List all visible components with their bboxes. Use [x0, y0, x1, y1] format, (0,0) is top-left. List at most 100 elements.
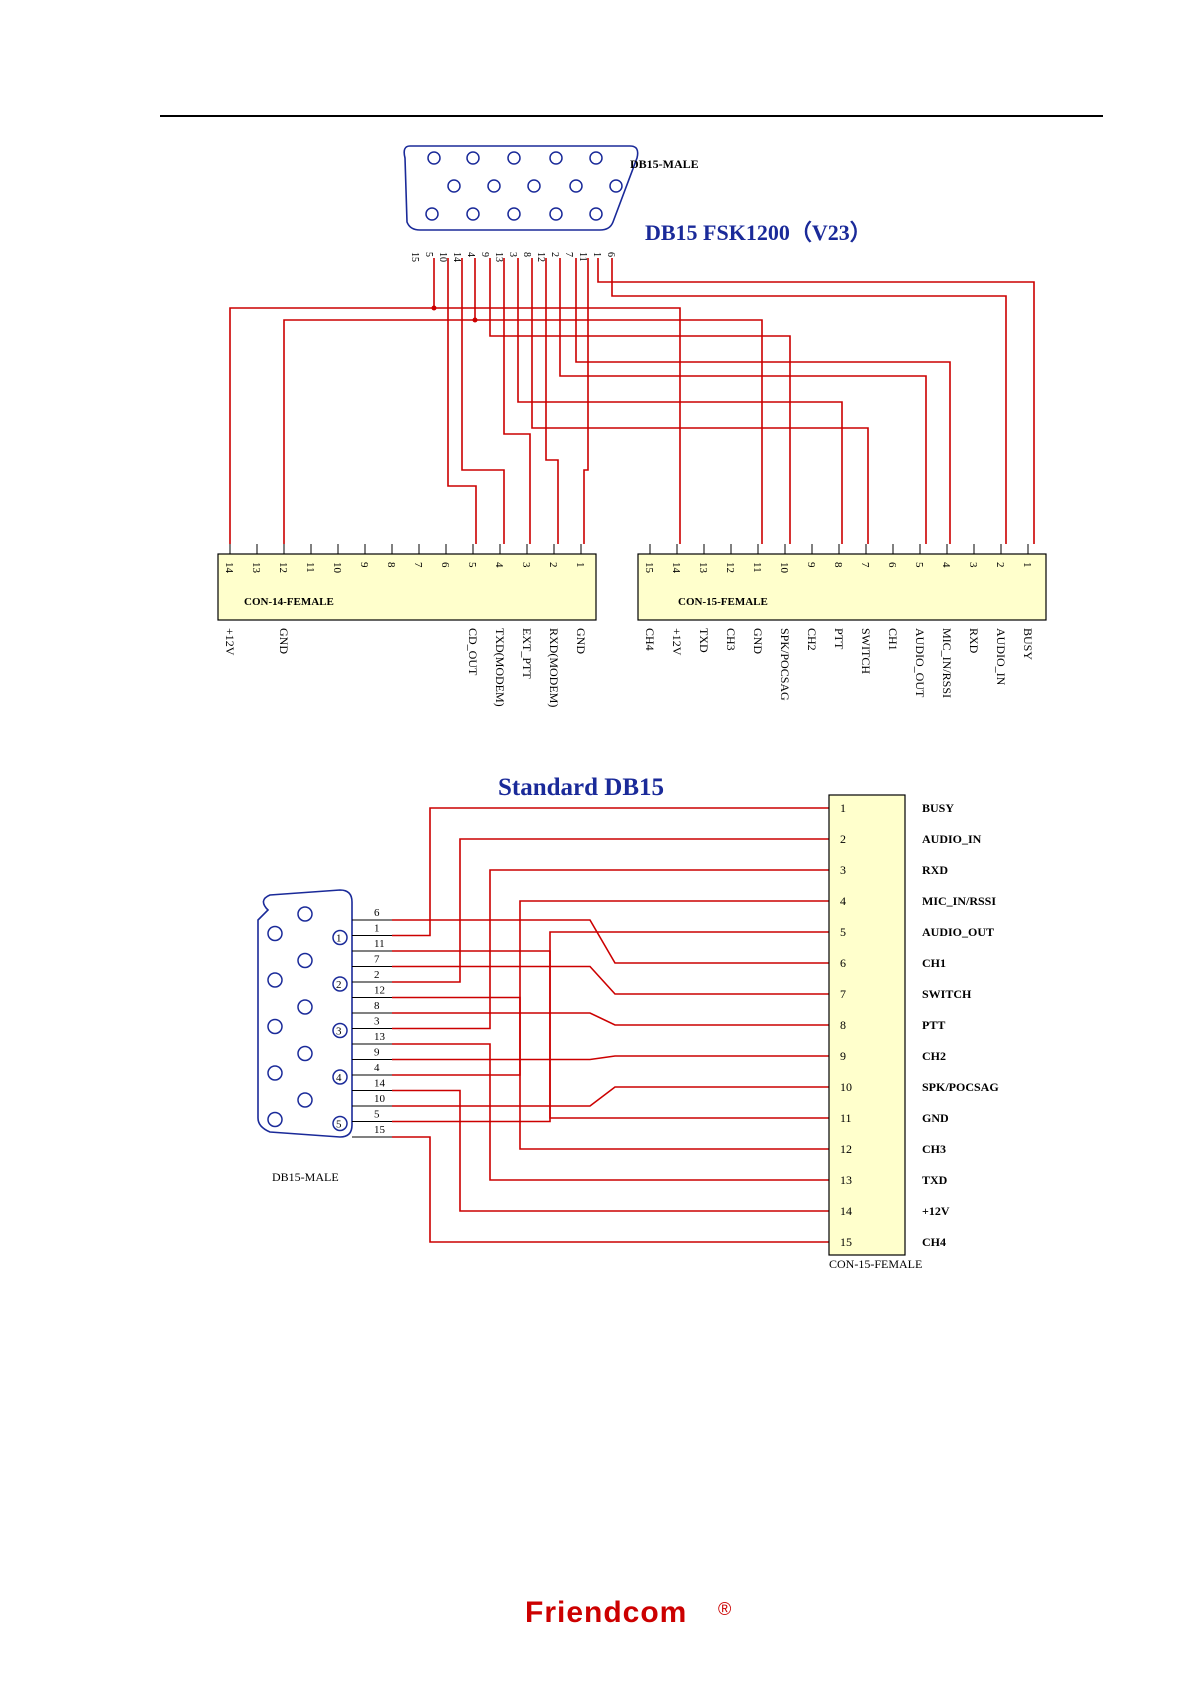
con15-signal-label: GND: [751, 628, 765, 654]
con14-signal-label: +12V: [223, 628, 237, 656]
db15-pin-number: 6: [605, 252, 616, 257]
db15-pin-hole: [447, 179, 461, 193]
con15-pin-number-2: 11: [840, 1111, 852, 1125]
con15-signal-label-2: CH1: [922, 956, 946, 970]
con14-signal-label: RXD(MODEM): [547, 628, 561, 707]
db15-pin-number: 5: [374, 1109, 380, 1121]
db15-pin-number: 12: [374, 985, 385, 997]
db15-pin-hole-numbered: [332, 1022, 348, 1039]
diagram1-wire: [575, 258, 951, 544]
con14-pin-number: 3: [520, 562, 532, 568]
diagram1-wire: [531, 258, 869, 544]
db15-pin-hole-number: 1: [336, 933, 342, 945]
db15-pin-hole-numbered: [332, 1069, 348, 1085]
db15-pin-number: 2: [374, 969, 380, 981]
db15-pin-number: 12: [535, 252, 546, 262]
con15-label: CON-15-FEMALE: [678, 596, 768, 608]
con15-signal-label-2: SPK/POCSAG: [922, 1080, 999, 1094]
db15-pin-hole: [589, 151, 603, 165]
con15-pin-number: 5: [913, 562, 925, 568]
con15-pin-number: 11: [751, 562, 763, 573]
con15-pin-number-2: 7: [840, 987, 846, 1001]
con14-signal-label: CD_OUT: [466, 628, 480, 676]
db15-male-shell-vertical: [257, 889, 353, 1138]
con14-signal-label: GND: [277, 628, 291, 654]
con15-signal-label-2: CH4: [922, 1235, 946, 1249]
db15-pin-hole: [527, 179, 541, 193]
db15-pin-hole: [297, 952, 313, 969]
diagram1-wire: [461, 258, 505, 544]
db15-pin-hole: [297, 999, 313, 1015]
con15-signal-label: TXD: [697, 628, 711, 653]
con15-female-box-2: [828, 794, 906, 1256]
con15-signal-label: CH2: [805, 628, 819, 651]
db15-pin-hole-number: 2: [336, 979, 342, 991]
con15-female-label-2: CON-15-FEMALE: [829, 1257, 922, 1271]
db15-pin-hole: [549, 151, 563, 165]
db15-pin-hole-number: 5: [336, 1119, 342, 1131]
db15-pin-number: 7: [374, 954, 380, 966]
con15-signal-label: CH4: [643, 628, 657, 651]
con14-female-box: [217, 553, 597, 621]
diagram2-wire: [392, 869, 829, 1030]
db15-pin-hole: [466, 207, 480, 221]
db15-pin-number: 8: [521, 252, 532, 257]
con14-signal-label: GND: [574, 628, 588, 654]
db15-pin-number: 1: [591, 252, 602, 257]
db15-pin-number: 8: [374, 1000, 380, 1012]
db15-pin-number: 13: [493, 252, 504, 262]
con15-signal-label-2: PTT: [922, 1018, 945, 1032]
con15-signal-label-2: SWITCH: [922, 987, 972, 1001]
con15-pin-number-2: 3: [840, 863, 846, 877]
con15-pin-number-2: 2: [840, 832, 846, 846]
diagram1-wire: [283, 258, 763, 544]
con15-pin-number: 7: [859, 562, 871, 568]
con15-pin-number-2: 15: [840, 1235, 852, 1249]
db15-pin-hole: [549, 207, 563, 221]
db15-pin-hole: [267, 1018, 283, 1035]
db15-pin-number: 15: [374, 1124, 386, 1136]
db15-pin-number: 14: [374, 1078, 386, 1090]
db15-pin-hole: [609, 179, 623, 193]
con15-pin-number: 12: [724, 562, 736, 573]
con15-pin-number: 1: [1021, 562, 1033, 568]
con15-pin-number: 10: [778, 562, 790, 574]
con15-pin-number: 4: [940, 562, 952, 568]
con14-pin-number: 5: [466, 562, 478, 568]
diagram2-wire: [392, 1043, 829, 1181]
con14-pin-number: 8: [385, 562, 397, 568]
con15-signal-label: CH3: [724, 628, 738, 651]
con15-pin-number-2: 1: [840, 801, 846, 815]
con15-pin-number: 2: [994, 562, 1006, 568]
db15-pin-hole: [267, 925, 283, 942]
con15-pin-number-2: 6: [840, 956, 846, 970]
con15-pin-number-2: 5: [840, 925, 846, 939]
db15-male-label-2: DB15-MALE: [272, 1170, 339, 1184]
con15-signal-label: SPK/POCSAG: [778, 628, 792, 701]
diagram1-wire: [611, 258, 1007, 544]
con15-pins: 15CH414+12V13TXD12CH311GND10SPK/POCSAG9C…: [643, 544, 1035, 701]
db15-pin-number: 2: [549, 252, 560, 257]
db15-pin-hole: [297, 1092, 313, 1108]
con15-pin-number-2: 8: [840, 1018, 846, 1032]
con15-signal-label: AUDIO_OUT: [913, 628, 927, 698]
con15-signal-label: +12V: [670, 628, 684, 656]
con15-signal-label-2: CH3: [922, 1142, 946, 1156]
db15-pin-number: 4: [374, 1062, 380, 1074]
con14-pin-number: 14: [223, 562, 235, 574]
diagram1-wire: [583, 258, 589, 544]
con14-signal-label: TXD(MODEM): [493, 628, 507, 707]
diagram1-wire: [559, 258, 927, 544]
db15-pin-number: 6: [374, 907, 380, 919]
db15-pin-number: 3: [374, 1016, 380, 1028]
diagram1-title: DB15 FSK1200（V23）: [645, 220, 872, 245]
db15-pin-number: 10: [437, 252, 448, 262]
diagram1-wires: [229, 258, 1035, 544]
con15-pin-number: 3: [967, 562, 979, 568]
diagram1-wire: [229, 307, 681, 544]
db15-male-shell: [403, 145, 639, 231]
diagram2-wire: [392, 1089, 829, 1212]
